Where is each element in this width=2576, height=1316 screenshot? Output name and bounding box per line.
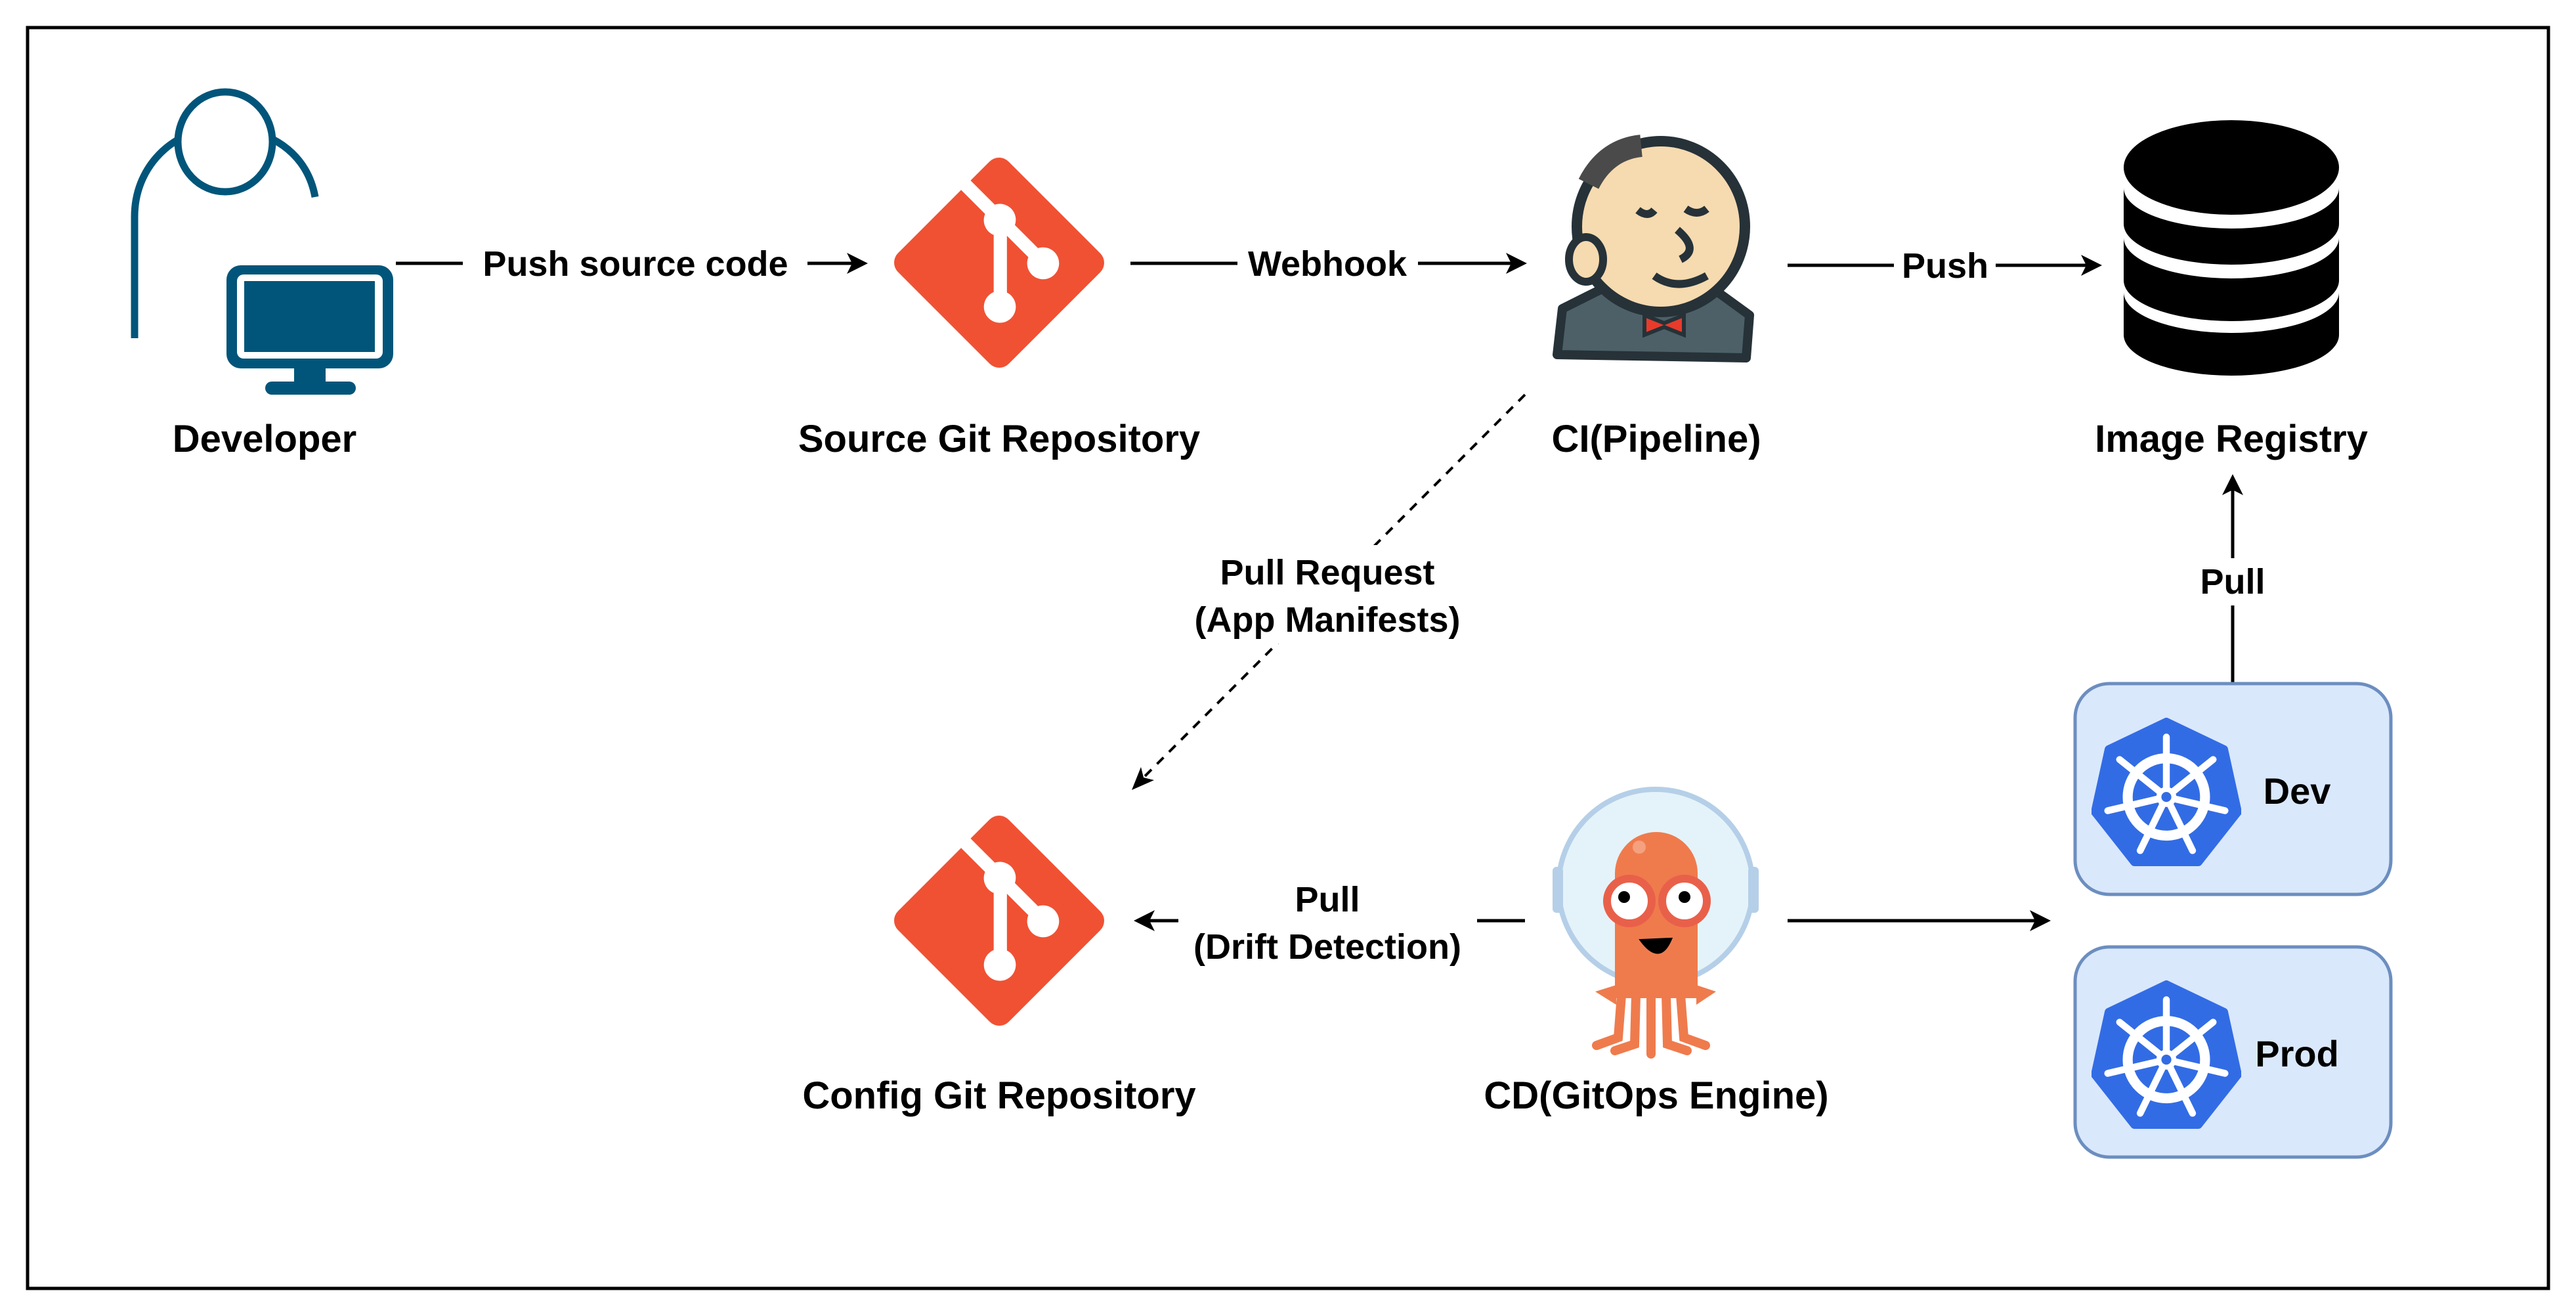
edge-pull-request: Pull Request (App Manifests)	[1132, 393, 1526, 790]
kubernetes-icon	[2095, 722, 2238, 862]
cluster-label-prod: Prod	[2255, 1033, 2339, 1074]
arrowhead-icon	[1506, 253, 1527, 274]
edge-deploy	[1788, 910, 2051, 931]
edge-line-dashed	[1140, 393, 1526, 781]
arrowhead-icon	[2222, 474, 2243, 495]
arrowhead-icon	[2030, 910, 2051, 931]
argo-octopus-icon	[1553, 787, 1759, 1059]
edge-label-drift-line1: Pull	[1295, 880, 1360, 919]
node-label-cd: CD(GitOps Engine)	[1484, 1074, 1828, 1117]
edge-label-push-source: Push source code	[483, 244, 788, 284]
developer-computer-icon	[131, 88, 393, 395]
arrowhead-icon	[2081, 255, 2102, 276]
arrowhead-icon	[1134, 910, 1155, 931]
edge-push-source: Push source code	[396, 238, 868, 289]
node-config-git[interactable]: Config Git Repository	[802, 816, 1196, 1117]
jenkins-icon	[1553, 135, 1754, 362]
node-cd[interactable]: CD(GitOps Engine)	[1484, 787, 1829, 1117]
node-label-developer: Developer	[173, 418, 356, 460]
edge-push-image: Push	[1788, 240, 2102, 291]
arrowhead-icon	[1132, 767, 1154, 790]
node-prod-cluster[interactable]: Prod	[2073, 945, 2393, 1159]
node-label-registry: Image Registry	[2095, 418, 2368, 460]
node-developer[interactable]: Developer	[131, 88, 393, 460]
edge-label-pull-request-line2: (App Manifests)	[1195, 600, 1461, 640]
node-ci[interactable]: CI(Pipeline)	[1551, 135, 1761, 460]
node-registry[interactable]: Image Registry	[2095, 120, 2368, 460]
cluster-label-dev: Dev	[2264, 770, 2331, 812]
edge-webhook: Webhook	[1130, 238, 1527, 289]
edge-label-webhook: Webhook	[1248, 244, 1407, 284]
edge-label-push-image: Push	[1902, 246, 1988, 286]
node-label-ci: CI(Pipeline)	[1551, 418, 1761, 460]
node-dev-cluster[interactable]: Dev	[2073, 682, 2393, 896]
edge-label-drift-line2: (Drift Detection)	[1193, 927, 1461, 967]
arrowhead-icon	[847, 253, 868, 274]
kubernetes-icon	[2095, 985, 2238, 1125]
edge-drift-detection: Pull (Drift Detection)	[1134, 877, 1525, 969]
database-icon	[2124, 120, 2339, 376]
edge-pull-image: Pull	[2189, 474, 2276, 684]
edge-label-pull-request-line1: Pull Request	[1220, 553, 1434, 592]
node-source-git[interactable]: Source Git Repository	[798, 158, 1200, 460]
node-label-config-git: Config Git Repository	[802, 1074, 1195, 1117]
edge-label-pull-image: Pull	[2200, 562, 2265, 602]
node-label-source-git: Source Git Repository	[798, 418, 1200, 460]
